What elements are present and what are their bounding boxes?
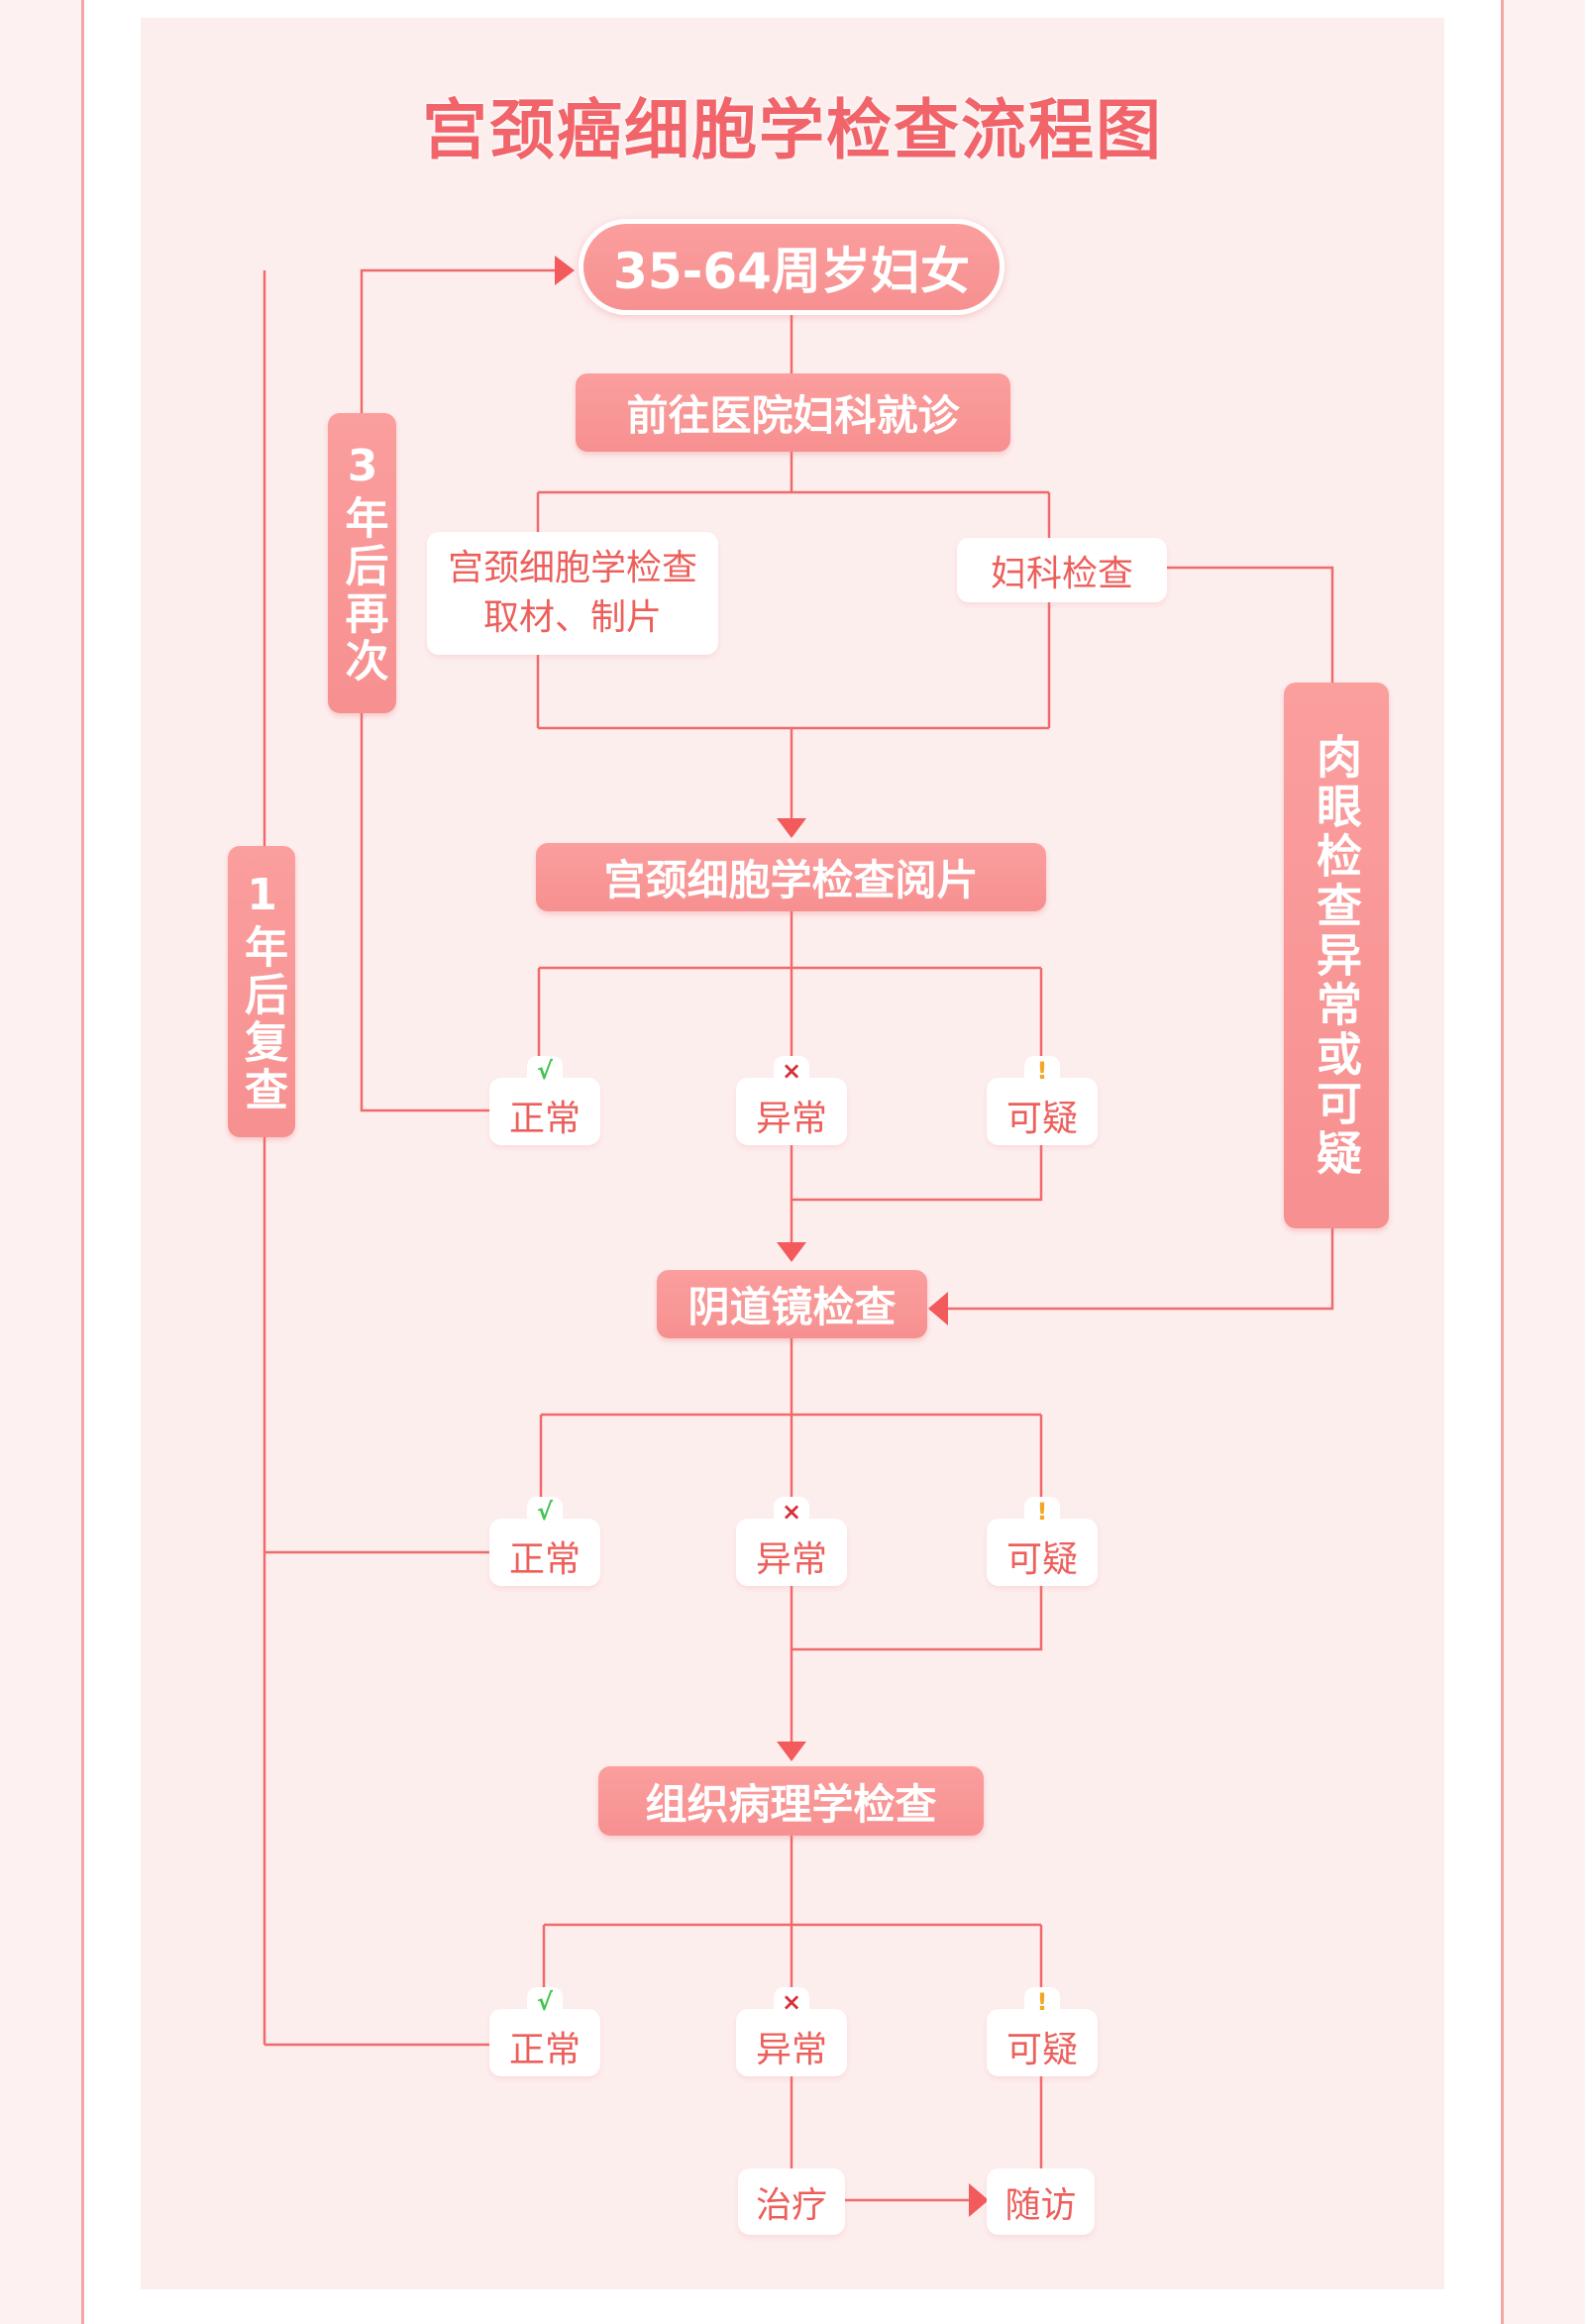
result-label: 正常 — [508, 2030, 581, 2070]
result-suspicious-3: ! 可疑 — [987, 1987, 1098, 2076]
visual-abnormal-node: 肉眼检查异常或可疑 — [1284, 683, 1389, 1228]
colposcopy-node: 阴道镜检查 — [657, 1270, 927, 1338]
result-abnormal-3: × 异常 — [736, 1987, 847, 2076]
result-normal-1: √ 正常 — [489, 1056, 600, 1145]
result-normal-2: √ 正常 — [489, 1497, 600, 1586]
gyn-exam-node: 妇科检查 — [957, 538, 1167, 602]
result-normal-3: √ 正常 — [489, 1987, 600, 2076]
result-abnormal-1: × 异常 — [736, 1056, 847, 1145]
sampling-node: 宫颈细胞学检查取材、制片 — [427, 532, 718, 655]
visit-node: 前往医院妇科就诊 — [576, 373, 1010, 452]
recheck-1y-label: 1年后复查 — [228, 846, 295, 1137]
result-label: 异常 — [755, 1099, 827, 1139]
treatment-node: 治疗 — [738, 2168, 845, 2235]
followup-node: 随访 — [987, 2168, 1095, 2235]
start-node: 35-64周岁妇女 — [579, 219, 1004, 315]
page-title: 宫颈癌细胞学检查流程图 — [422, 92, 1163, 168]
result-abnormal-2: × 异常 — [736, 1497, 847, 1586]
cross-icon: × — [774, 1056, 809, 1086]
cross-icon: × — [774, 1987, 809, 2017]
result-suspicious-2: ! 可疑 — [987, 1497, 1098, 1586]
result-label: 正常 — [508, 1539, 581, 1580]
cross-icon: × — [774, 1497, 809, 1527]
cytology-read-node: 宫颈细胞学检查阅片 — [536, 843, 1046, 911]
repeat-3y-label: 3年后再次 — [328, 413, 396, 713]
exclamation-icon: ! — [1024, 1056, 1060, 1086]
histology-node: 组织病理学检查 — [598, 1766, 984, 1836]
result-label: 正常 — [508, 1099, 581, 1139]
exclamation-icon: ! — [1024, 1497, 1060, 1527]
result-label: 异常 — [755, 1539, 827, 1580]
result-suspicious-1: ! 可疑 — [987, 1056, 1098, 1145]
result-label: 异常 — [755, 2030, 827, 2070]
result-label: 可疑 — [1005, 1539, 1078, 1580]
check-icon: √ — [527, 1056, 563, 1086]
exclamation-icon: ! — [1024, 1987, 1060, 2017]
check-icon: √ — [527, 1497, 563, 1527]
result-label: 可疑 — [1005, 2030, 1078, 2070]
check-icon: √ — [527, 1987, 563, 2017]
result-label: 可疑 — [1005, 1099, 1078, 1139]
